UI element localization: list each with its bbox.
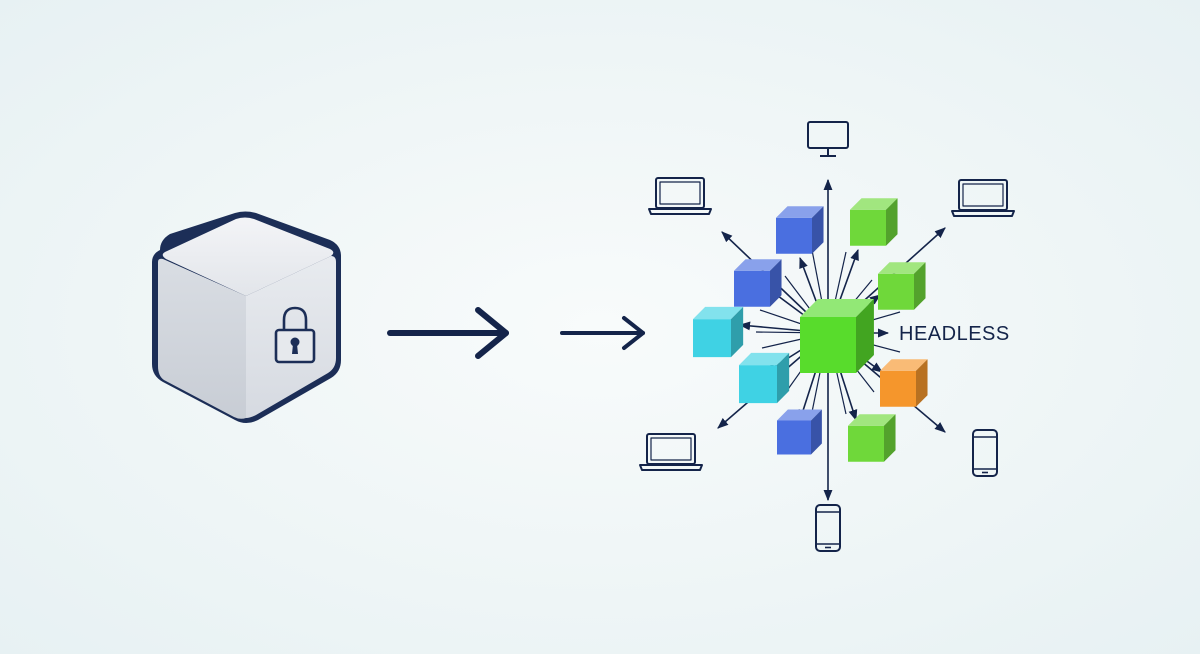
hub-cube-shape (800, 299, 874, 373)
monolith-left-face (158, 258, 246, 419)
module-green-bottom (848, 414, 896, 462)
module-green-top (850, 198, 898, 246)
headless-label: HEADLESS (899, 323, 1010, 345)
module-cyan-left (693, 306, 744, 358)
module-blue-top (776, 206, 824, 254)
monitor-icon (807, 121, 849, 157)
module-cubes (693, 198, 928, 462)
module-cyan-lower-left (739, 352, 790, 404)
module-blue-bottom (777, 409, 822, 455)
phone-icon-right (972, 429, 998, 477)
transition-arrow-small (560, 316, 645, 350)
module-green-upper-right (878, 262, 926, 310)
laptop-icon-top-right (951, 179, 1015, 217)
module-blue-upper-left (734, 259, 782, 307)
laptop-icon-top-left (648, 177, 712, 215)
headless-hub-cube (800, 299, 874, 373)
laptop-icon-bottom-left (639, 433, 703, 471)
phone-icon-bottom (815, 504, 841, 552)
padlock-icon (274, 306, 316, 364)
device-icons (639, 121, 1015, 552)
module-orange-right (880, 359, 928, 407)
monolith-top-face (162, 217, 334, 296)
monolith-cube (152, 211, 341, 423)
transition-arrow-large (387, 307, 509, 359)
